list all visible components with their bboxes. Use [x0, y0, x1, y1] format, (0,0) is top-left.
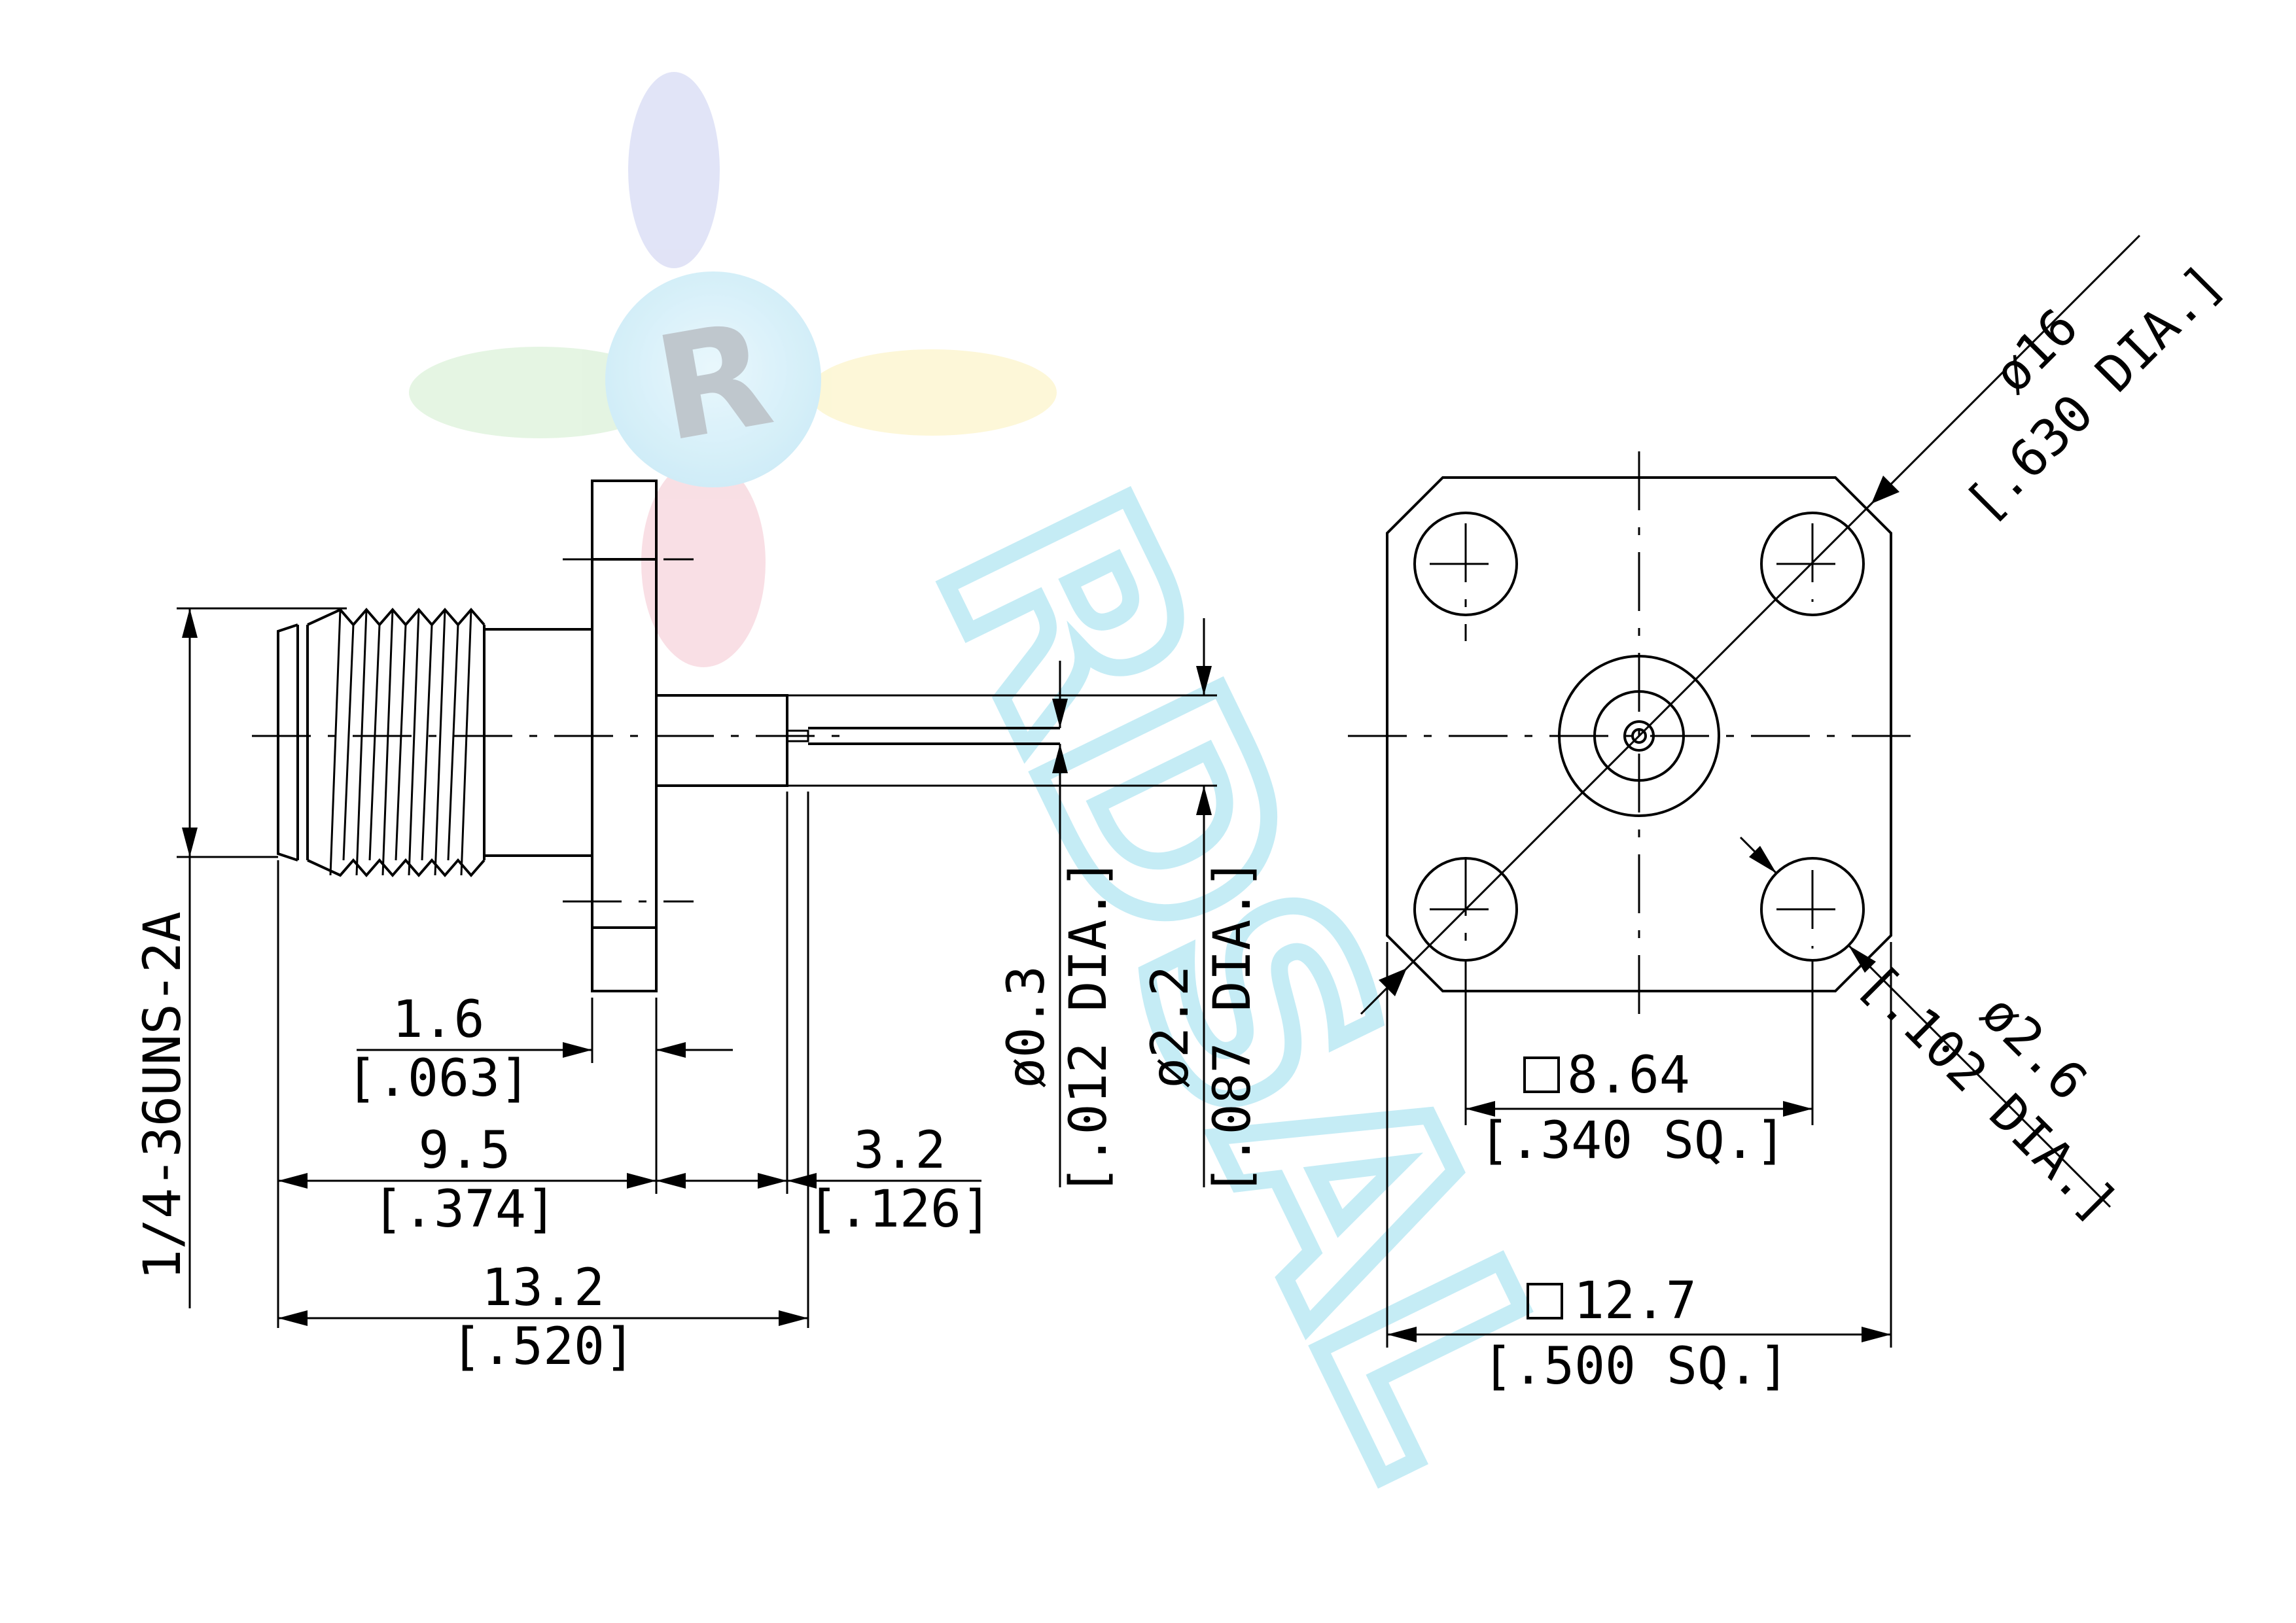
pin-diameter-metric: ø0.3 [997, 966, 1056, 1089]
flange-size-metric: 12.7 [1574, 1272, 1697, 1331]
threaded-body [277, 607, 592, 878]
hole-diameter-inch: [.102 DIA.] [1848, 953, 2128, 1234]
flange-thickness-metric: 1.6 [393, 990, 485, 1049]
square-symbol [1527, 1283, 1563, 1319]
body-length-metric: 9.5 [419, 1121, 511, 1180]
overall-length-metric: 13.2 [482, 1259, 605, 1318]
hole-spacing-inch: [.340 SQ.] [1479, 1111, 1786, 1170]
dim-flange-thickness: 1.6 [.063] [346, 990, 733, 1108]
flange-size-inch: [.500 SQ.] [1482, 1337, 1790, 1396]
dim-flange-size: 12.7 [.500 SQ.] [1386, 942, 1892, 1396]
front-flange-outline [1386, 476, 1892, 992]
mounting-hole [1760, 512, 1865, 616]
watermark-logo: R [409, 72, 1057, 667]
mounting-hole [1760, 857, 1865, 962]
dim-pin-extension: 3.2 [.126] [656, 1121, 992, 1239]
hole-circle-diameter-inch: [.630 DIA.] [1954, 253, 2235, 534]
hole-spacing-metric: 8.64 [1567, 1046, 1690, 1105]
pin-diameter-inch: [.012 DIA.] [1059, 858, 1118, 1196]
dim-pin-diameter: ø0.3 [.012 DIA.] [997, 661, 1118, 1196]
dim-hole-diameter: ø2.6 [.102 DIA.] [1739, 836, 2128, 1234]
pin-extension-inch: [.126] [807, 1180, 992, 1239]
side-view: 1/4-36UNS-2A 1.6 [.063] 9.5 [.374] [133, 480, 1262, 1376]
insulator-diameter-inch: [.087 DIA.] [1203, 858, 1262, 1196]
insulator-diameter-metric: ø2.2 [1141, 966, 1200, 1089]
dim-overall-length: 13.2 [.520] [278, 1259, 808, 1376]
pin-extension-metric: 3.2 [854, 1121, 946, 1180]
dim-insulator-diameter: ø2.2 [.087 DIA.] [787, 618, 1262, 1196]
dim-hole-spacing: 8.64 [.340 SQ.] [1464, 962, 1814, 1170]
dim-thread: 1/4-36UNS-2A [133, 607, 347, 1308]
thread-spec-label: 1/4-36UNS-2A [133, 911, 192, 1280]
flange-thickness-inch: [.063] [346, 1049, 531, 1108]
mounting-hole [1413, 512, 1518, 616]
overall-length-inch: [.520] [451, 1318, 635, 1376]
dim-body-length: 9.5 [.374] [278, 1121, 656, 1239]
dim-hole-circle-diameter: ø16 [.630 DIA.] [1360, 234, 2235, 1015]
body-length-inch: [.374] [372, 1180, 557, 1239]
square-symbol [1523, 1056, 1560, 1093]
